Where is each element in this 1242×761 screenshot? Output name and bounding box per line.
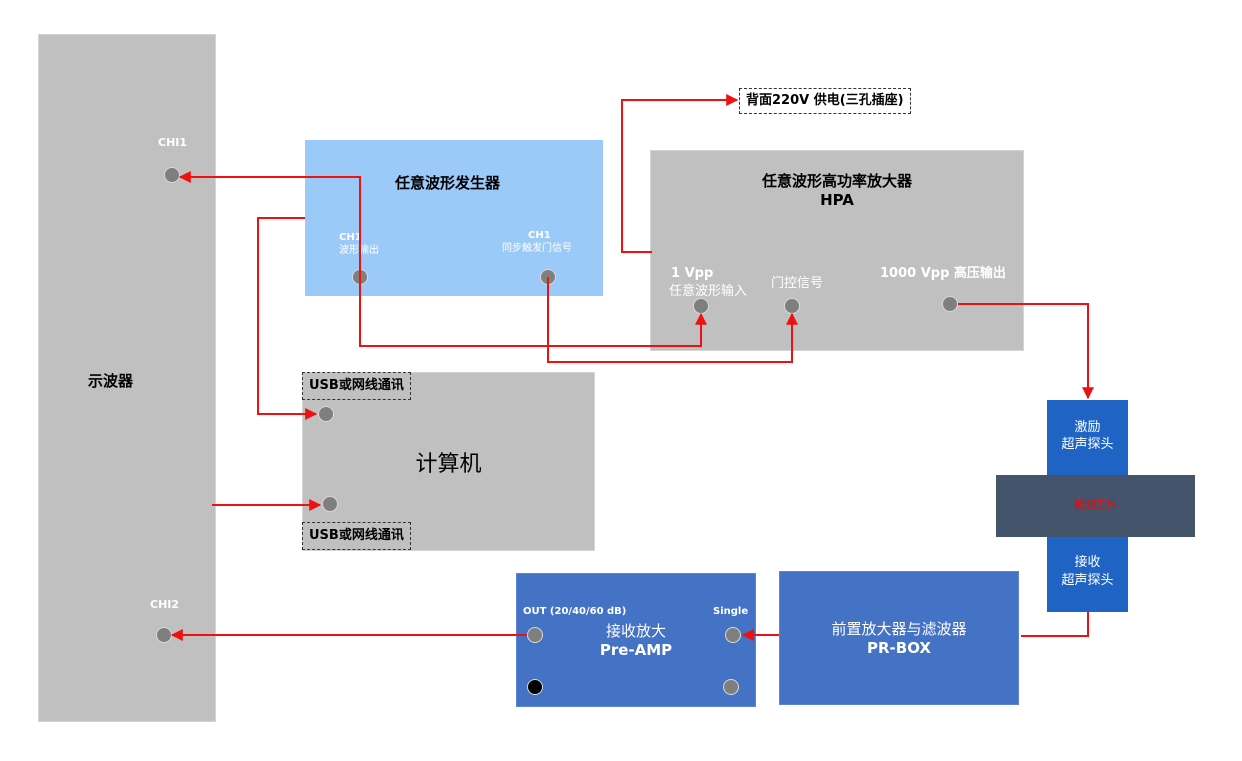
hpa-out-label: 1000 Vpp 高压输出 <box>880 266 1006 281</box>
awg-out-ch: CH1 <box>339 232 362 243</box>
workpiece-label: 被测工件 <box>1073 498 1118 511</box>
pre-amp-panel <box>516 573 756 707</box>
computer-comm-top: USB或网线通讯 <box>302 372 411 400</box>
wire-probe-to-prbox <box>1021 612 1089 637</box>
pre-amp-out-label: OUT (20/40/60 dB) <box>523 606 627 617</box>
pre-amp-title: 接收放大 <box>605 622 666 640</box>
hpa-subtitle: HPA <box>820 191 854 209</box>
pre-amp-out-port[interactable] <box>527 627 543 643</box>
ch1-label: CHI1 <box>158 136 188 149</box>
tx-probe-label-1: 激励 <box>1074 420 1101 435</box>
wire-awg-to-ch1 <box>178 171 361 277</box>
computer-port-bottom[interactable] <box>322 496 338 512</box>
hpa-title: 任意波形高功率放大器 <box>761 172 912 190</box>
workpiece <box>996 475 1195 537</box>
pr-box-subtitle: PR-BOX <box>867 639 931 657</box>
wire-awg-to-computer <box>257 217 318 420</box>
pr-box-title: 前置放大器与滤波器 <box>831 620 967 638</box>
rx-probe-label-1: 接收 <box>1074 555 1101 570</box>
pre-amp-black-port[interactable] <box>527 679 543 695</box>
computer-comm-bottom: USB或网线通讯 <box>302 522 411 550</box>
pre-amp-single-label: Single <box>713 606 749 617</box>
tx-probe <box>1047 400 1128 475</box>
oscilloscope-panel <box>38 34 216 722</box>
hpa-gate-label: 门控信号 <box>771 276 824 291</box>
pre-amp-aux-port[interactable] <box>723 679 739 695</box>
awg-title: 任意波形发生器 <box>395 174 501 192</box>
hpa-output-port[interactable] <box>942 296 958 312</box>
pr-box-panel <box>779 571 1019 705</box>
hpa-panel <box>650 150 1024 351</box>
hpa-in-label: 任意波形输入 <box>669 284 748 299</box>
oscilloscope-label: 示波器 <box>88 372 134 390</box>
pre-amp-subtitle: Pre-AMP <box>599 641 673 659</box>
power-label: 背面220V 供电(三孔插座) <box>739 88 911 114</box>
ch2-label: CHI2 <box>150 598 180 611</box>
wire-sync-to-gate <box>547 277 798 363</box>
pre-amp-single-port[interactable] <box>725 627 741 643</box>
hpa-in-vpp: 1 Vpp <box>671 266 714 281</box>
rx-probe <box>1047 537 1128 612</box>
awg-sync-ch: CH1 <box>528 230 551 241</box>
wire-awg-to-hpa-input <box>359 277 707 347</box>
awg-sync-label: 同步触发门信号 <box>502 243 572 254</box>
wire-hpa-to-probe <box>958 303 1094 400</box>
computer-title: 计算机 <box>415 452 482 477</box>
tx-probe-label-2: 超声探头 <box>1061 437 1114 452</box>
wire-power <box>621 94 739 253</box>
rx-probe-label-2: 超声探头 <box>1061 573 1114 588</box>
computer-port-top[interactable] <box>318 406 334 422</box>
computer-panel <box>302 372 595 551</box>
